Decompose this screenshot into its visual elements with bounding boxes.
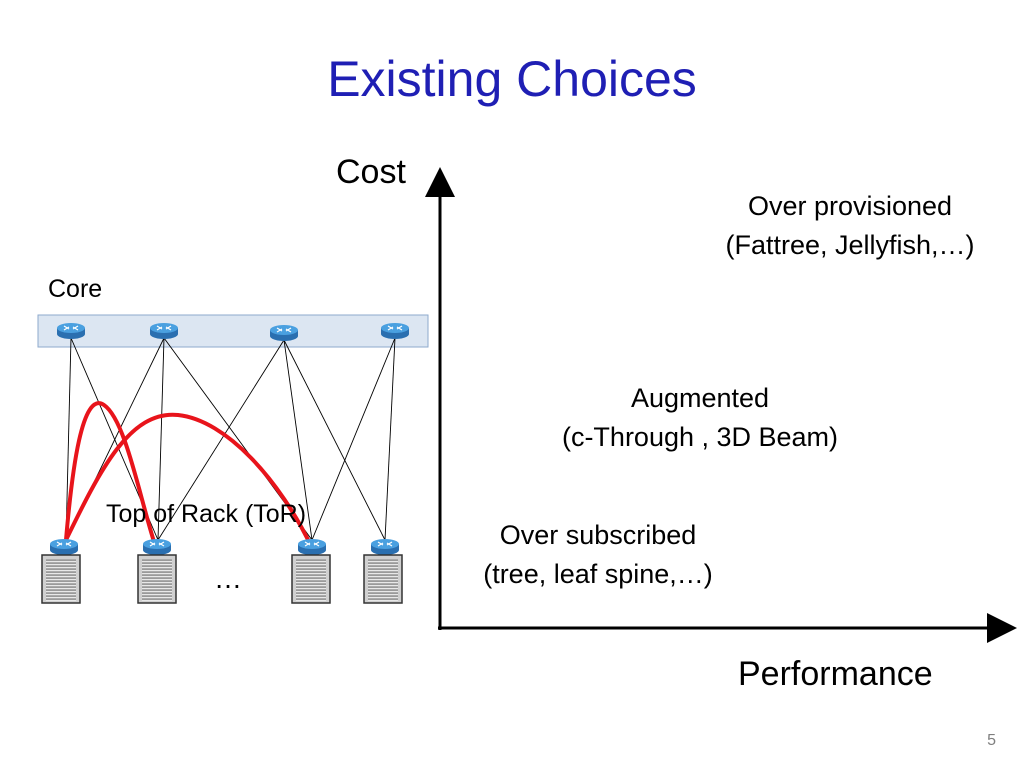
server-rack-icon [137,554,177,604]
core-label: Core [48,275,103,303]
tor-router-icon [297,538,327,556]
y-axis-label: Cost [336,153,406,191]
server-rack-icon [41,554,81,604]
core-layer-band [37,314,429,348]
tor-router-icon [142,538,172,556]
augmented-label: Augmented (c-Through , 3D Beam) [540,379,860,457]
server-rack-icon [291,554,331,604]
rack-ellipsis: … [214,563,242,594]
augmented-links [64,401,314,549]
augmented-title: Augmented [630,383,770,413]
core-router-icon [56,322,86,340]
server-rack-icon [363,554,403,604]
x-axis-label: Performance [738,655,933,693]
over-provisioned-label: Over provisioned (Fattree, Jellyfish,…) [700,187,1000,265]
augmented-examples: (c-Through , 3D Beam) [561,422,839,453]
slide-title: Existing Choices [327,51,697,107]
over-subscribed-examples: (tree, leaf spine,…) [483,559,713,590]
over-subscribed-title: Over subscribed [499,520,697,550]
page-number: 5 [987,732,996,749]
tor-router-icon [49,538,79,556]
core-router-icon [380,322,410,340]
core-router-icon [269,324,299,342]
tor-router-icon [370,538,400,556]
over-provisioned-title: Over provisioned [747,191,953,221]
over-subscribed-label: Over subscribed (tree, leaf spine,…) [458,516,738,594]
over-provisioned-examples: (Fattree, Jellyfish,…) [725,230,975,261]
core-router-icon [149,322,179,340]
tor-label: Top of Rack (ToR) [106,500,307,528]
